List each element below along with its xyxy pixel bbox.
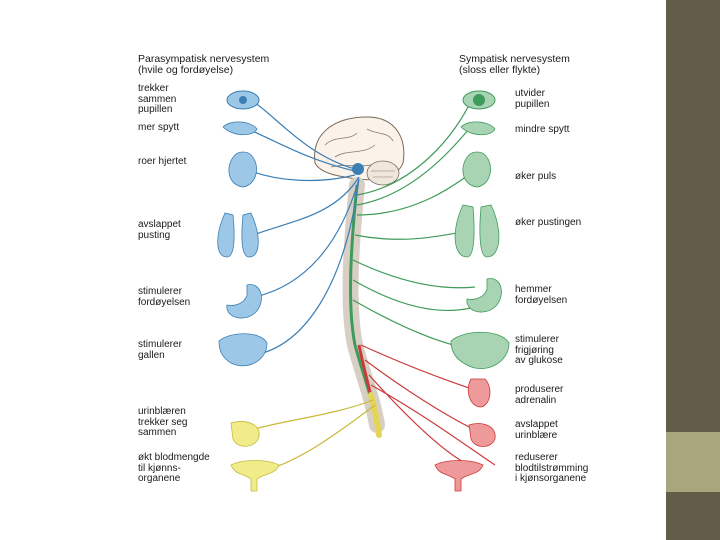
spinal-column [342, 177, 385, 438]
liver-icon-left [218, 333, 268, 367]
nervous-system-figure: Parasympatisk nervesystem (hvile og ford… [135, 45, 617, 497]
stomach-icon-left [226, 284, 262, 319]
parasympathetic-nerves [246, 99, 360, 356]
label-increased-blood-flow: økt blodmengde til kjønns- organene [138, 452, 210, 484]
label-less-saliva: mindre spytt [515, 124, 570, 135]
bladder-icon-left [230, 421, 260, 447]
salivary-gland-icon-right [460, 121, 496, 136]
label-more-saliva: mer spytt [138, 122, 180, 133]
reproductive-organs-icon-left [230, 460, 280, 492]
reproductive-organs-icon-right [434, 460, 484, 492]
heart-icon-right [462, 151, 491, 188]
parasympathetic-title: Parasympatisk nervesystem (hvile og ford… [138, 53, 270, 76]
brain [314, 116, 405, 186]
left-organs [217, 90, 280, 492]
right-organs [434, 90, 510, 492]
label-reduced-blood-flow: reduserer blodtilstrømming i kjønsorgane… [515, 452, 589, 484]
label-constrict-pupil: trekker sammen pupillen [138, 83, 177, 115]
label-calm-heart: roer hjertet [138, 156, 187, 167]
label-produce-adrenaline: produserer adrenalin [515, 384, 564, 406]
lungs-icon-right [454, 204, 500, 258]
sympathetic-title: Sympatisk nervesystem (sloss eller flykt… [459, 53, 570, 76]
heart-icon-left [228, 151, 257, 188]
salivary-gland-icon-left [222, 121, 258, 136]
nervous-system-diagram [217, 90, 510, 492]
label-increase-breathing: øker pustingen [515, 217, 582, 228]
label-relaxed-bladder: avslappet urinblære [515, 419, 558, 441]
sidebar-accent [666, 432, 720, 492]
label-inhibit-digestion: hemmer fordøyelsen [515, 284, 568, 306]
liver-icon-right [450, 331, 510, 369]
label-release-glucose: stimulerer frigjøring av glukose [515, 334, 563, 366]
adrenal-gland-icon-right [467, 378, 491, 408]
label-stimulate-bile: stimulerer gallen [138, 339, 182, 361]
lungs-icon-left [217, 212, 259, 258]
label-stimulate-digestion: stimulerer fordøyelsen [138, 286, 191, 308]
label-increase-pulse: øker puls [515, 171, 557, 182]
label-relaxed-breathing: avslappet pusting [138, 219, 181, 241]
label-dilate-pupil: utvider pupillen [515, 88, 550, 110]
label-bladder-contracts: urinblæren trekker seg sammen [138, 406, 188, 438]
stomach-icon-right [466, 278, 502, 313]
bladder-icon-right [468, 423, 496, 447]
